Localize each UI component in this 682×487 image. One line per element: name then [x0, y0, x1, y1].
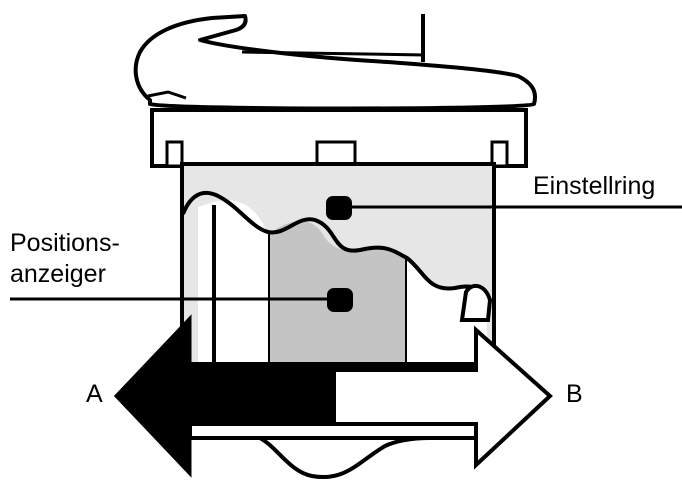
label-arrow-b: B: [566, 380, 583, 408]
ring-tab: [459, 283, 493, 322]
label-positionsanzeiger-line2: anzeiger: [10, 260, 106, 288]
knob-cap: [133, 14, 537, 111]
label-arrow-a: A: [86, 380, 103, 408]
position-marker-dot: [327, 288, 353, 312]
ring-marker-dot: [326, 196, 352, 220]
lower-housing-area: [198, 200, 487, 364]
housing-base-line: [182, 362, 482, 370]
adjustment-ring-wave: [181, 190, 489, 320]
label-positionsanzeiger-line1: Positions-: [10, 229, 120, 257]
shaft: [188, 422, 478, 480]
housing-top: [150, 108, 528, 168]
label-einstellring: Einstellring: [533, 172, 655, 200]
